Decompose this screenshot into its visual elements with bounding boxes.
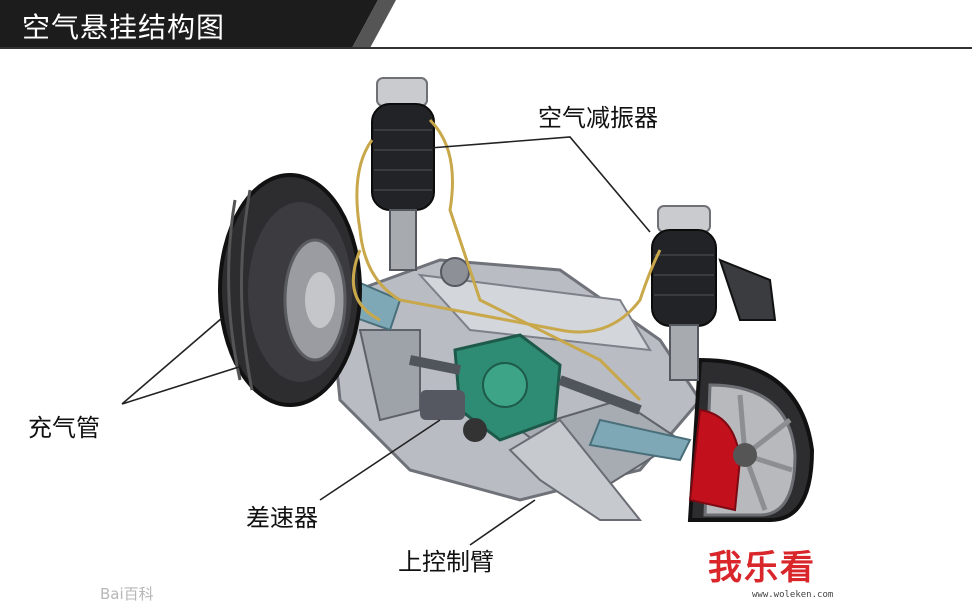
label-differential: 差速器 xyxy=(246,504,318,532)
title-bar-accent xyxy=(352,0,396,48)
site-url: www.woleken.com xyxy=(752,590,834,600)
brake-caliper xyxy=(688,408,742,512)
left-wheel xyxy=(218,173,362,407)
label-air-shock: 空气减振器 xyxy=(538,104,658,132)
site-brand-logo: 我乐看 xyxy=(708,548,816,588)
corner-watermark: Bai百科 xyxy=(100,585,154,603)
title-bar-bg xyxy=(0,0,378,48)
air-tube xyxy=(351,118,662,402)
leader-lines xyxy=(121,136,651,546)
differential xyxy=(409,333,642,442)
left-air-shock xyxy=(371,77,435,271)
label-upper-control-arm: 上控制臂 xyxy=(398,548,494,576)
right-wheel xyxy=(687,357,815,522)
label-air-tube: 充气管 xyxy=(28,414,100,442)
page-title: 空气悬挂结构图 xyxy=(22,11,226,44)
right-air-shock xyxy=(651,205,777,381)
